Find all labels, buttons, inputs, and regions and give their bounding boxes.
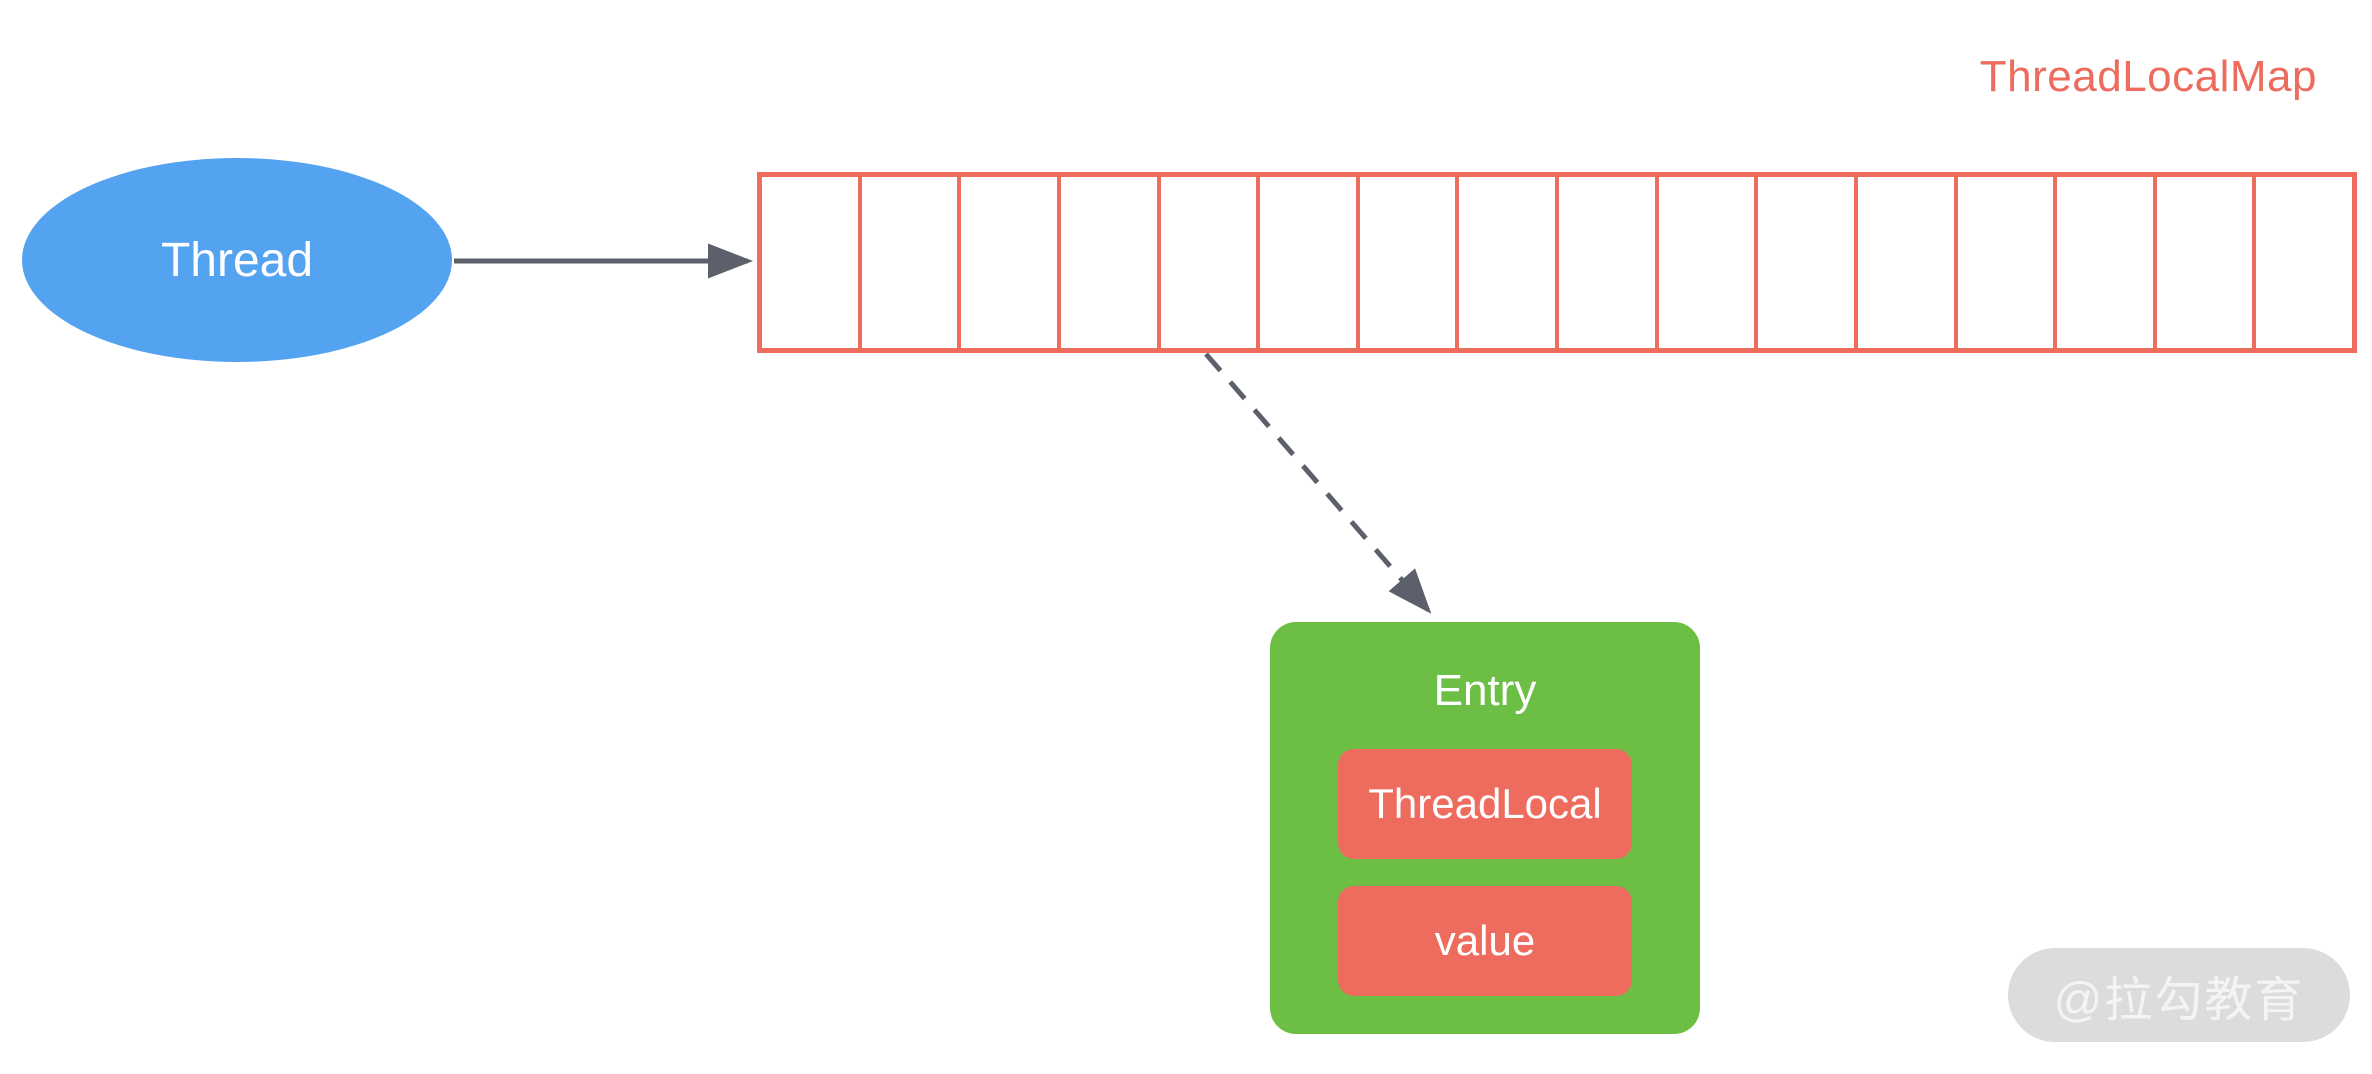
array-cell xyxy=(1355,177,1456,348)
watermark-text: @拉勾教育 xyxy=(2053,974,2305,1027)
array-cell xyxy=(957,177,1057,348)
array-to-entry-dashed-arrow-icon xyxy=(1204,352,1432,614)
array-cell xyxy=(857,177,958,348)
thread-label: Thread xyxy=(160,233,314,287)
entry-field-value-label: value xyxy=(1434,917,1536,964)
threadlocalmap-array xyxy=(757,172,2357,353)
array-cell xyxy=(2252,177,2352,348)
watermark-badge: @拉勾教育 xyxy=(2008,948,2350,1042)
array-cell xyxy=(1056,177,1157,348)
entry-node: Entry ThreadLocal value xyxy=(1270,622,1700,1034)
array-cell xyxy=(2152,177,2253,348)
array-cell xyxy=(2053,177,2153,348)
entry-field-threadlocal-label: ThreadLocal xyxy=(1368,780,1602,827)
array-cell xyxy=(1654,177,1755,348)
array-cell xyxy=(1853,177,1954,348)
array-cell xyxy=(762,177,858,348)
array-cell xyxy=(1754,177,1854,348)
array-cell xyxy=(1256,177,1356,348)
entry-title: Entry xyxy=(1433,666,1537,715)
entry-field-threadlocal: ThreadLocal xyxy=(1338,749,1632,859)
thread-node: Thread xyxy=(22,158,452,362)
array-cell xyxy=(1555,177,1655,348)
array-cell xyxy=(1953,177,2054,348)
threadlocalmap-title: ThreadLocalMap xyxy=(1979,52,2317,101)
array-cell xyxy=(1156,177,1257,348)
array-cell xyxy=(1455,177,1555,348)
entry-field-value: value xyxy=(1338,886,1632,996)
